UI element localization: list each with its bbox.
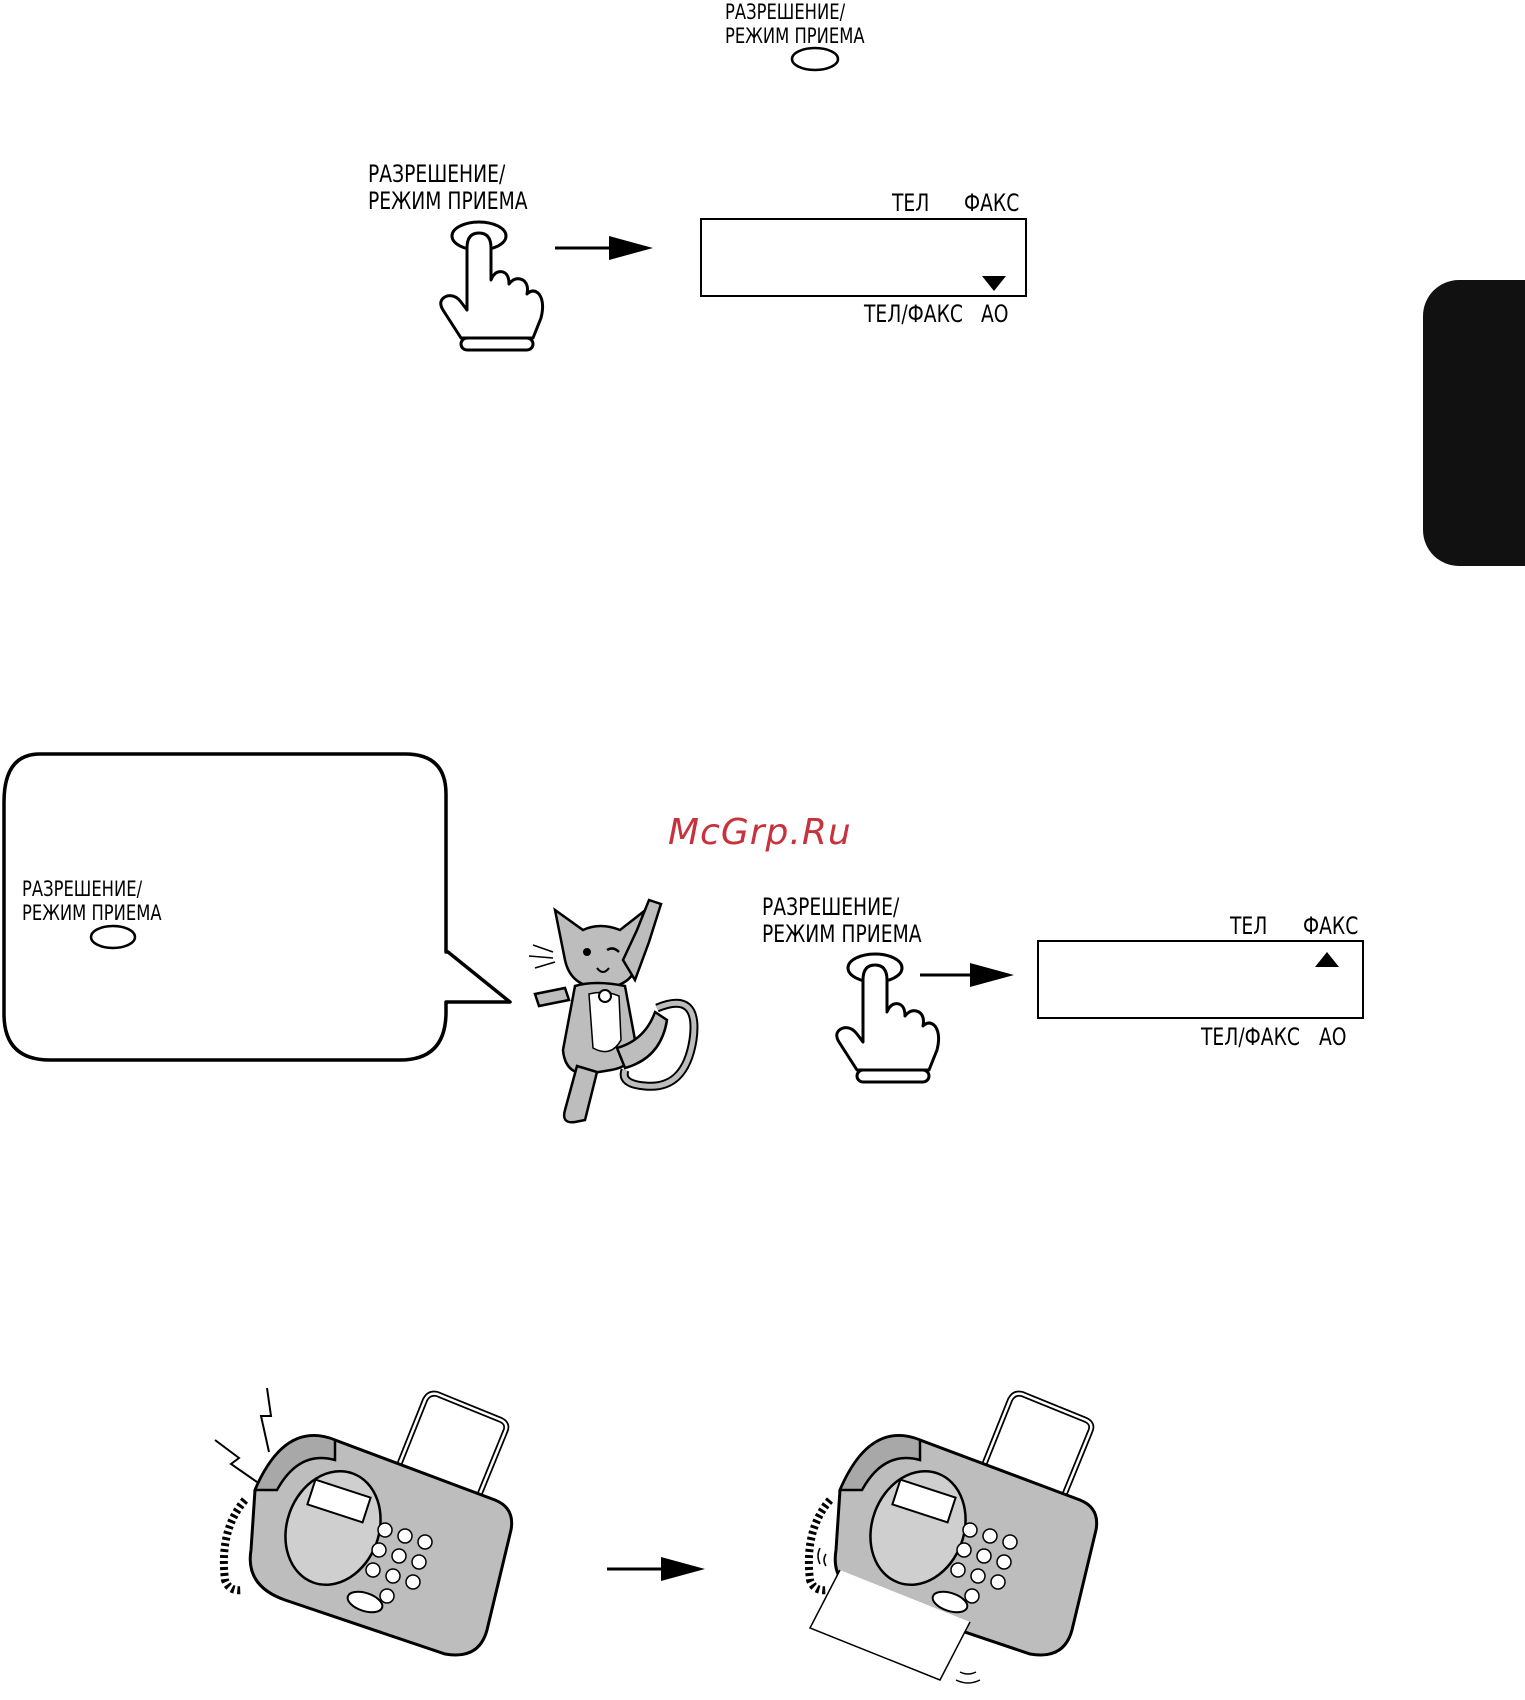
lcd-display: [700, 218, 1027, 297]
button-label-line1: РАЗРЕШЕНИЕ/: [725, 0, 845, 24]
arrow-right-icon: [918, 960, 1023, 990]
dancing-cat-illustration: [525, 890, 705, 1130]
triangle-down-indicator-icon: [980, 274, 1010, 294]
button-label-line1: РАЗРЕШЕНИЕ/: [762, 893, 899, 921]
fax-machine-ringing-illustration: [215, 1380, 535, 1690]
arrow-right-icon: [605, 1554, 715, 1584]
button-label-line2: РЕЖИМ ПРИЕМА: [762, 920, 922, 948]
display-label-ao: АО: [981, 300, 1009, 328]
watermark: McGrp.Ru: [668, 812, 852, 853]
pressing-finger-icon: [437, 218, 547, 358]
display-label-fax: ФАКС: [964, 189, 1019, 217]
button-label-line2: РЕЖИМ ПРИЕМА: [368, 187, 528, 215]
mode-button-icon: [85, 922, 145, 952]
display-label-tel: ТЕЛ: [892, 189, 929, 217]
chapter-tab: [1423, 280, 1525, 566]
triangle-up-indicator-icon: [1313, 950, 1343, 970]
display-label-tel: ТЕЛ: [1230, 912, 1267, 940]
lcd-display: [1037, 940, 1364, 1019]
display-label-fax: ФАКС: [1303, 912, 1358, 940]
display-label-tel-fax: ТЕЛ/ФАКС: [1201, 1023, 1300, 1051]
display-label-tel-fax: ТЕЛ/ФАКС: [864, 300, 963, 328]
mode-button-icon: [785, 44, 845, 74]
bubble-button-label-line1: РАЗРЕШЕНИЕ/: [22, 877, 142, 901]
display-label-ao: АО: [1319, 1023, 1347, 1051]
fax-machine-receiving-illustration: [800, 1380, 1120, 1700]
button-label-line1: РАЗРЕШЕНИЕ/: [368, 160, 505, 188]
arrow-right-icon: [553, 233, 658, 263]
